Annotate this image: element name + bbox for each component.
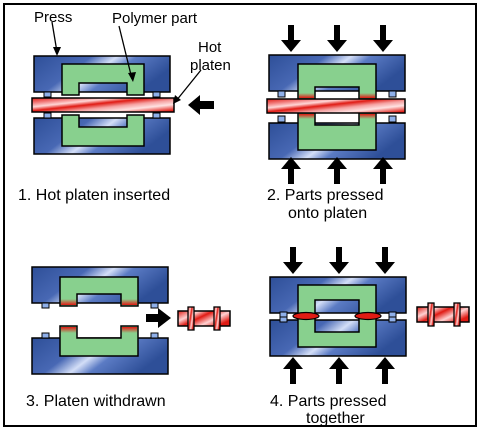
- clamp: [388, 90, 397, 98]
- clamp: [388, 115, 397, 123]
- clamp: [43, 112, 52, 119]
- clamp: [277, 115, 286, 123]
- step-1-panel: [31, 21, 214, 155]
- arrow-down-icon: [373, 25, 393, 52]
- step-2-caption-line2: onto platen: [288, 205, 367, 222]
- melt-zone: [299, 114, 314, 119]
- melt-zone: [122, 299, 137, 305]
- arrow-left-icon: [188, 95, 214, 115]
- clamp: [277, 90, 286, 98]
- press-label: Press: [34, 9, 72, 26]
- step-3-caption: 3. Platen withdrawn: [26, 393, 166, 410]
- step-4-panel: [269, 247, 470, 384]
- weld-bead: [354, 311, 382, 321]
- arrow-up-icon: [329, 357, 349, 384]
- arrow-down-icon: [375, 247, 395, 274]
- hot-platen: [31, 97, 175, 113]
- arrow-up-icon: [281, 157, 301, 184]
- clamp: [152, 112, 161, 119]
- melt-zone: [299, 93, 314, 98]
- step-2-caption-line1: 2. Parts pressed: [267, 187, 384, 204]
- clamp: [279, 311, 288, 318]
- arrow-down-icon: [327, 25, 347, 52]
- polymer-part-top: [61, 63, 145, 96]
- clamp: [150, 302, 159, 309]
- weld-bead: [292, 311, 320, 321]
- melt-zone: [61, 299, 76, 305]
- arrow-right-icon: [146, 308, 171, 328]
- arrow-up-icon: [375, 357, 395, 384]
- arrow-up-icon: [373, 157, 393, 184]
- step-3-panel: [31, 266, 231, 375]
- polymer-part-top: [59, 276, 139, 307]
- clamp: [150, 332, 159, 339]
- hot-platen-label-line1: Hot: [198, 39, 222, 56]
- clamp: [388, 316, 397, 323]
- arrow-down-icon: [281, 25, 301, 52]
- polymer-part-label: Polymer part: [112, 10, 198, 27]
- melt-zone: [122, 327, 137, 333]
- clamp: [152, 91, 161, 98]
- melt-zone: [360, 93, 375, 98]
- polymer-part-bottom: [59, 325, 139, 357]
- step-4-caption-line1: 4. Parts pressed: [270, 393, 387, 410]
- step-1-caption: 1. Hot platen inserted: [18, 187, 170, 204]
- melt-zone: [360, 114, 375, 119]
- clamp: [41, 332, 50, 339]
- hot-platen-withdrawn: [177, 306, 231, 331]
- clamp: [43, 91, 52, 98]
- melt-zone: [61, 327, 76, 333]
- hot-platen-label-line2: platen: [190, 57, 231, 74]
- step-4-caption-line2: together: [306, 410, 365, 427]
- polymer-part-bottom: [61, 114, 145, 147]
- arrow-up-icon: [327, 157, 347, 184]
- clamp: [279, 316, 288, 323]
- hot-platen-withdrawn: [416, 302, 470, 327]
- arrow-up-icon: [283, 357, 303, 384]
- arrow-down-icon: [329, 247, 349, 274]
- clamp: [41, 302, 50, 309]
- hot-platen: [266, 98, 406, 114]
- arrow-down-icon: [283, 247, 303, 274]
- step-2-panel: [266, 25, 406, 184]
- clamp: [388, 311, 397, 318]
